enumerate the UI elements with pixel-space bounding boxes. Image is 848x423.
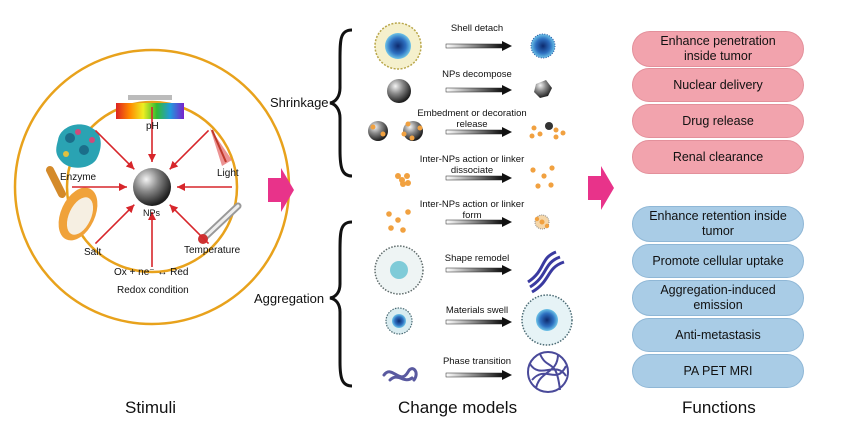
salt-label: Salt [84,247,102,258]
shrinkage-label: Shrinkage [270,95,329,110]
redox-equation: Ox + ne⁻ ↔ Red [114,267,189,278]
models-to-functions-arrow [588,166,614,210]
salt-icon [46,166,98,241]
right-network-icon [527,351,569,393]
right-fragment-icon [534,80,552,98]
aggregation-brace [329,220,353,388]
left-shell-np-icon [374,22,422,70]
function-nuclear-delivery: Nuclear delivery [632,68,804,102]
model-shell-detach: Shell detach [450,23,504,34]
right-chain-cluster-icon [534,214,550,230]
ph-scale-icon [116,95,184,119]
left-scattered-dots-icon [386,209,411,233]
change-models-title: Change models [398,398,518,417]
nps-label: NPs [143,208,161,218]
left-small-micelle-icon [385,307,413,335]
left-solid-np-icon [387,79,411,103]
right-dispersed-dots-icon [530,165,555,189]
function-anti-metastasis: Anti-metastasis [632,318,804,352]
model-materials-swell: Materials swell [445,305,509,316]
function-pa-pet-mri: PA PET MRI [632,354,804,388]
function-drug-release: Drug release [632,104,804,138]
right-swollen-micelle-icon [521,294,573,346]
left-chains-icon [382,367,418,382]
change-model-arrows [445,41,512,380]
left-decorated-np-icon [368,121,423,141]
function-enhance-retention: Enhance retention inside tumor [632,206,804,242]
left-large-micelle-icon [374,245,424,295]
right-released-particles-icon [529,122,566,140]
left-cluster-icon [395,173,411,187]
enzyme-icon [56,124,101,168]
function-cellular-uptake: Promote cellular uptake [632,244,804,278]
function-aie: Aggregation-induced emission [632,280,804,316]
stimuli-to-models-arrow [268,168,294,212]
function-renal-clearance: Renal clearance [632,140,804,174]
functions-title: Functions [682,398,756,417]
light-label: Light [217,168,239,179]
right-fiber-icon [527,250,565,294]
model-shape-remodel: Shape remodel [444,253,510,264]
shrinkage-brace [329,28,353,178]
model-nps-decompose: NPs decompose [442,69,512,80]
right-detached-core-icon [530,33,556,59]
ph-label: pH [146,121,159,132]
model-embedment-release: Embedment or decoration release [417,108,527,130]
stimuli-title: Stimuli [125,398,177,417]
enzyme-label: Enzyme [60,172,97,183]
model-linker-dissociate: Inter-NPs action or linker dissociate [419,154,525,176]
model-phase-transition: Phase transition [442,356,512,367]
redox-label: Redox condition [117,285,189,296]
aggregation-label: Aggregation [254,291,325,306]
light-icon [210,128,232,166]
nps-stimuli-arrows [72,107,232,267]
nps-sphere [133,168,171,206]
function-enhance-penetration: Enhance penetration inside tumor [632,31,804,67]
model-linker-form: Inter-NPs action or linker form [419,199,525,221]
temperature-label: Temperature [184,245,241,256]
